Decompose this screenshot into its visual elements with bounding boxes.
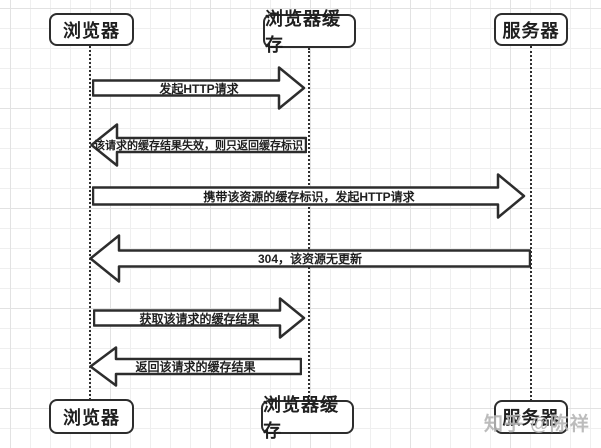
message-label: 该请求的缓存结果失效，则只返回缓存标识: [94, 140, 303, 152]
block-arrow-left-icon: [89, 346, 302, 387]
message-arrow-304-not-modified: 304，该资源无更新: [89, 234, 531, 283]
block-arrow-right-icon: [92, 66, 306, 110]
actor-box-browser-top: 浏览器: [49, 13, 134, 46]
actor-label-browser-cache: 浏览器缓存: [265, 9, 341, 55]
actor-label-browser: 浏览器: [63, 20, 120, 41]
actor-box-browser-cache-top: 浏览器缓存: [263, 9, 356, 55]
actor-label-server: 服务器: [502, 408, 560, 428]
actor-box-server-top: 服务器: [494, 13, 568, 46]
message-label: 发起HTTP请求: [159, 81, 239, 96]
actor-box-server-bottom: 服务器: [494, 400, 568, 434]
message-label: 返回该请求的缓存结果: [135, 360, 256, 374]
lifeline-browser: [89, 46, 91, 400]
message-arrow-get-cached-result: 获取该请求的缓存结果: [93, 297, 306, 339]
actor-label-browser: 浏览器: [63, 407, 120, 428]
lifeline-browser-cache: [308, 48, 310, 401]
actor-label-server: 服务器: [502, 20, 560, 41]
block-arrow-right-icon: [92, 173, 526, 219]
block-arrow-left-icon: [90, 123, 307, 167]
message-arrow-cache-invalid-return-identifier: 该请求的缓存结果失效，则只返回缓存标识: [90, 123, 307, 167]
actor-box-browser-cache-bottom: 浏览器缓存: [261, 395, 354, 441]
message-label: 携带该资源的缓存标识，发起HTTP请求: [203, 189, 415, 204]
watermark-text: 知乎 @陈祥: [484, 414, 590, 435]
message-label: 304，该资源无更新: [257, 252, 363, 266]
message-arrow-return-cached-result: 返回该请求的缓存结果: [89, 346, 302, 387]
message-label: 获取该请求的缓存结果: [139, 311, 260, 326]
block-arrow-left-icon: [89, 234, 531, 283]
actor-box-browser-bottom: 浏览器: [49, 399, 134, 434]
actor-label-browser-cache: 浏览器缓存: [263, 395, 339, 441]
lifeline-server: [530, 46, 532, 401]
message-arrow-send-http-request: 发起HTTP请求: [92, 66, 306, 110]
message-arrow-request-with-cache-identifier: 携带该资源的缓存标识，发起HTTP请求: [92, 173, 526, 219]
block-arrow-right-icon: [93, 297, 306, 339]
